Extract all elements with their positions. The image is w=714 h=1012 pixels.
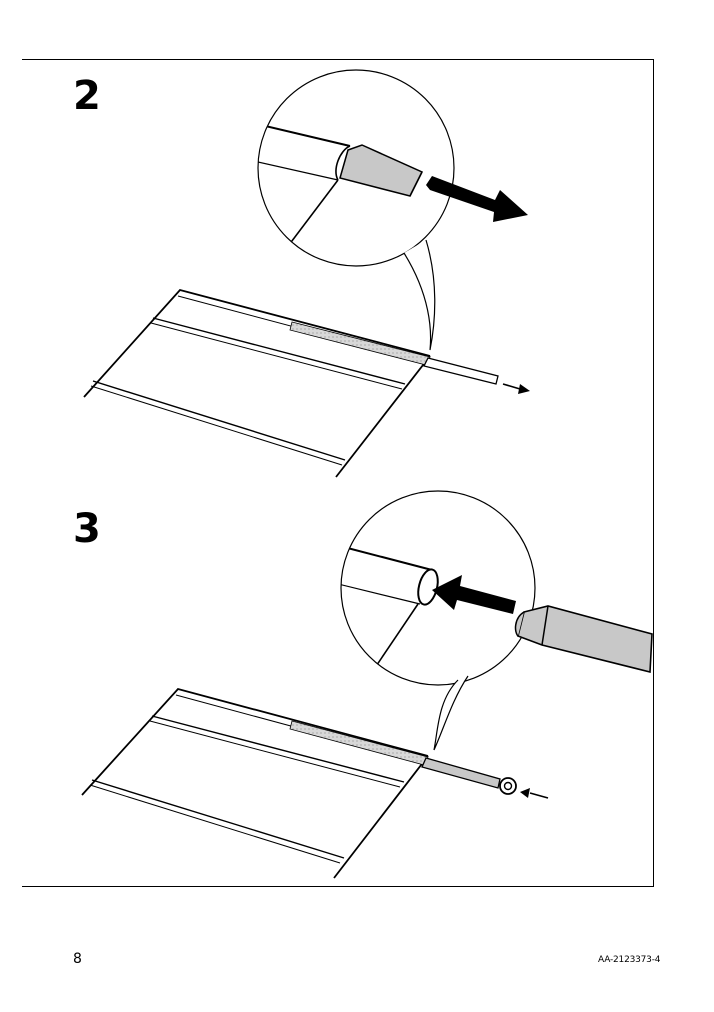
step-3-illustration bbox=[81, 490, 653, 879]
step-2-pull-arrow bbox=[426, 176, 528, 222]
document-code: AA-2123373-4 bbox=[598, 955, 661, 965]
step-2-callout-tail bbox=[403, 239, 436, 351]
step-3-number: 3 bbox=[73, 506, 101, 552]
step-3-callout-tail bbox=[433, 675, 469, 751]
step-2-illustration bbox=[83, 69, 530, 478]
step-3-rod bbox=[514, 605, 653, 674]
step-3-insert-arrow bbox=[432, 575, 516, 614]
step-2-number: 2 bbox=[73, 73, 101, 119]
step-3-zoom-content bbox=[341, 544, 439, 685]
instruction-frame bbox=[22, 59, 654, 887]
page-number: 8 bbox=[73, 951, 82, 967]
